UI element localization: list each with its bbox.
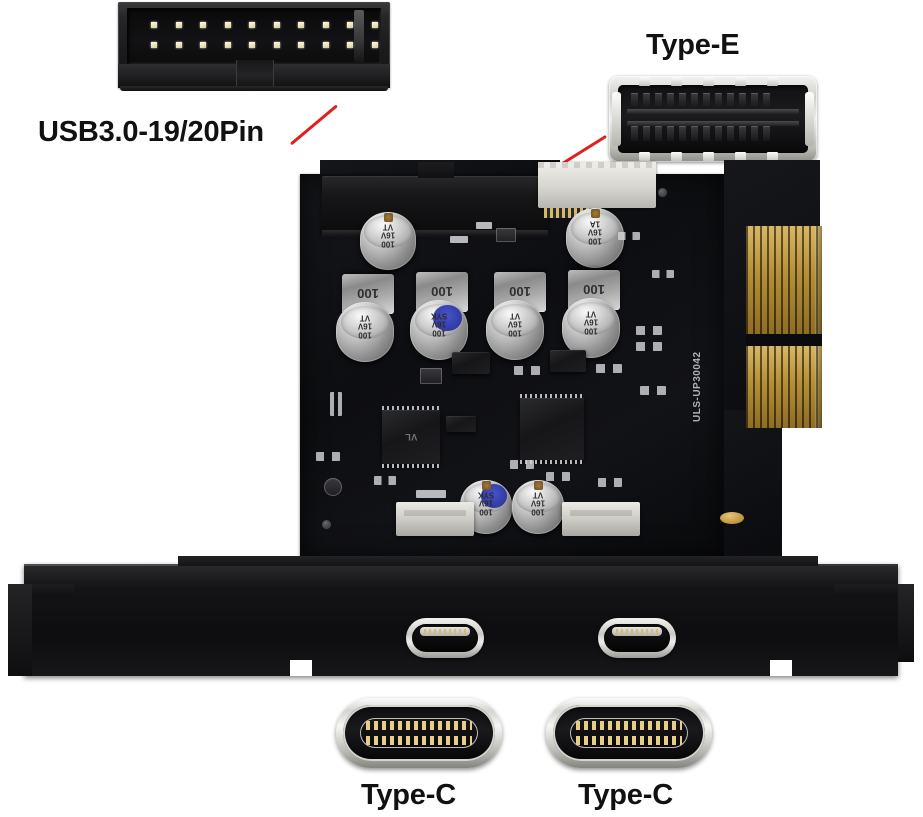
- pci-slot-bracket: [8, 556, 914, 688]
- pcie-key-notch: [746, 334, 822, 346]
- bracket-type-c-port-right: [598, 618, 676, 658]
- bracket-left-step: [24, 584, 74, 598]
- pcb-silkscreen-model: ULS-UP30042: [692, 351, 703, 422]
- soic-chip-3: [446, 416, 476, 432]
- type-c-label-left: Type-C: [361, 779, 456, 811]
- type-e-divider-upper: [627, 109, 799, 114]
- usb3-header-cavity: [127, 8, 381, 64]
- onboard-usb3-header: [322, 162, 548, 234]
- type-e-contact-row-bottom: [631, 126, 775, 141]
- usb3-header-label: USB3.0-19/20Pin: [38, 116, 264, 148]
- usb3-header-pin-row-bottom: [151, 42, 378, 48]
- usb3-header-pin-row-top: [151, 22, 378, 28]
- bracket-bottom-notch: [290, 660, 312, 676]
- type-e-closeup: [609, 76, 817, 162]
- usb3-header-shroud: [118, 2, 390, 90]
- onboard-type-c-connector: [396, 502, 474, 536]
- usb3-header-lip: [120, 86, 388, 91]
- bracket-type-c-port-left: [406, 618, 484, 658]
- pcie-gold-fingers-upper: [746, 226, 822, 334]
- bracket-right-tab: [898, 584, 914, 662]
- onboard-type-c-connector: [562, 502, 640, 536]
- type-c-closeup-left: [336, 698, 502, 768]
- pcb-mount-hole: [322, 520, 331, 529]
- usb-controller-chip: VL: [382, 406, 440, 468]
- onboard-type-e-connector: [538, 162, 656, 208]
- pcb-gold-mount-pad: [720, 512, 744, 524]
- pcb-mount-hole: [658, 188, 667, 197]
- type-c-closeup-right: [546, 698, 712, 768]
- usb3-header-highlight: [354, 10, 364, 62]
- type-e-tab-left: [612, 92, 621, 146]
- pcb-right-lower: [724, 410, 782, 558]
- onboard-usb3-header-pad: [322, 230, 548, 238]
- companion-chip: [520, 394, 584, 464]
- usb3-header-key-notch: [236, 60, 274, 90]
- type-e-label: Type-E: [646, 29, 740, 61]
- type-e-divider-lower: [627, 121, 799, 126]
- usb3-header-closeup: [118, 2, 390, 100]
- bracket-bottom-notch: [770, 660, 792, 676]
- soic-chip-2: [550, 350, 586, 372]
- type-c-label-right: Type-C: [578, 779, 673, 811]
- pcie-gold-fingers-lower: [746, 346, 822, 428]
- bracket-left-tab: [8, 584, 32, 676]
- soic-chip-1: [452, 352, 490, 374]
- onboard-type-e-pins: [544, 208, 602, 218]
- type-e-contact-row-top: [631, 93, 775, 108]
- leader-line-usb3: [290, 104, 338, 146]
- bracket-top-step: [178, 556, 818, 566]
- bracket-right-step: [834, 584, 898, 598]
- type-e-tab-right: [805, 92, 814, 146]
